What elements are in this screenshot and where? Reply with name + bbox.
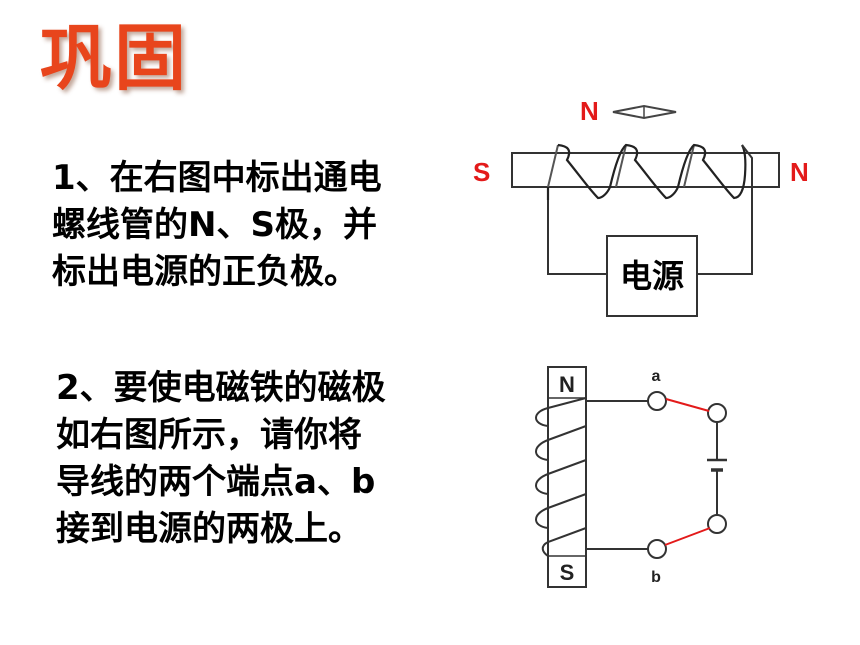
top-pole-label: N (559, 372, 575, 397)
red-wire-a (665, 398, 710, 412)
battery-terminal-top (707, 403, 727, 423)
solenoid-core (511, 152, 780, 188)
wire-left (547, 200, 607, 275)
question-2-text: 2、要使电磁铁的磁极 如右图所示，请你将 导线的两个端点a、b 接到电源的两极上… (56, 368, 386, 549)
compass-needle-icon (612, 104, 677, 120)
terminal-a (647, 391, 667, 411)
electromagnet-diagram: N S a b (535, 366, 727, 588)
solenoid-diagram: N 电源 S N (473, 96, 809, 317)
power-source-label: 电源 (620, 257, 684, 295)
question-1-text: 1、在右图中标出通电 螺线管的N、S极，并 标出电源的正负极。 (52, 158, 382, 292)
power-source-box (606, 235, 698, 317)
terminal-a-label: a (652, 368, 661, 385)
left-pole-label: S (473, 157, 490, 187)
coil-front (546, 143, 747, 200)
electromagnet-coil (535, 397, 587, 557)
battery-icon (707, 458, 727, 472)
battery-terminal-bottom (707, 514, 727, 534)
compass-pole-label: N (580, 96, 599, 126)
right-pole-label: N (790, 157, 809, 187)
bottom-pole-label: S (560, 560, 575, 585)
coil-back (547, 144, 695, 188)
terminal-b (647, 539, 667, 559)
wire-right (697, 144, 753, 275)
page-title: 巩固 (40, 15, 189, 100)
red-wire-b (664, 527, 711, 546)
terminal-b-label: b (651, 569, 661, 586)
